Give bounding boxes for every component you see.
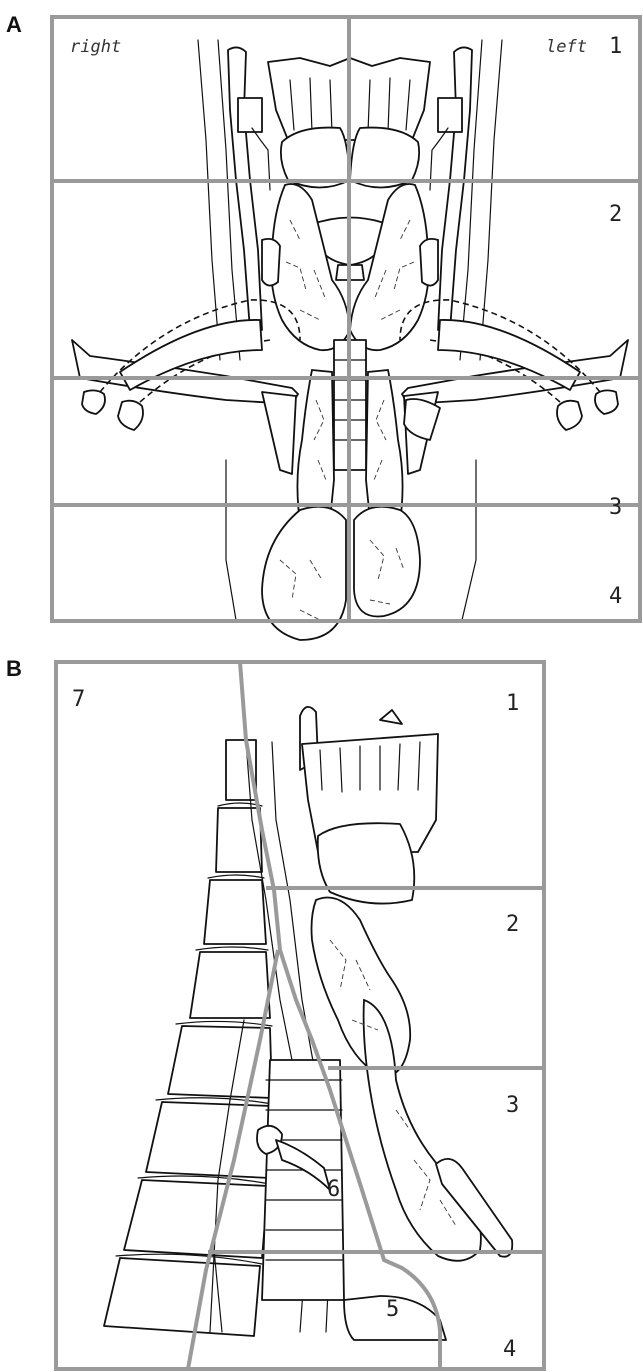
panel-a-zone-1-label: 1: [609, 34, 622, 59]
panel-b-zone-7-label: 7: [72, 687, 85, 712]
panel-b-zone-5-label: 5: [386, 1297, 399, 1322]
panel-b-spine: [104, 740, 272, 1336]
panel-b: 1 2 3 4 5 6 7: [56, 662, 544, 1369]
panel-a: right left 1 2 3 4: [52, 17, 640, 640]
panel-b-zone-1-label: 1: [506, 691, 519, 716]
panel-a-left-label: left: [546, 37, 587, 57]
panel-b-zone-6-label: 6: [327, 1177, 340, 1202]
panel-b-larynx: [300, 707, 438, 904]
panel-b-zone-3-label: 3: [506, 1093, 519, 1118]
panel-a-zone-2-label: 2: [609, 202, 622, 227]
panel-a-zone-3-label: 3: [609, 495, 622, 520]
panel-a-zone-4-label: 4: [609, 584, 622, 609]
panel-a-right-label: right: [70, 37, 121, 57]
panel-b-zone-2-label: 2: [506, 912, 519, 937]
panel-b-zone-4-label: 4: [503, 1337, 516, 1362]
